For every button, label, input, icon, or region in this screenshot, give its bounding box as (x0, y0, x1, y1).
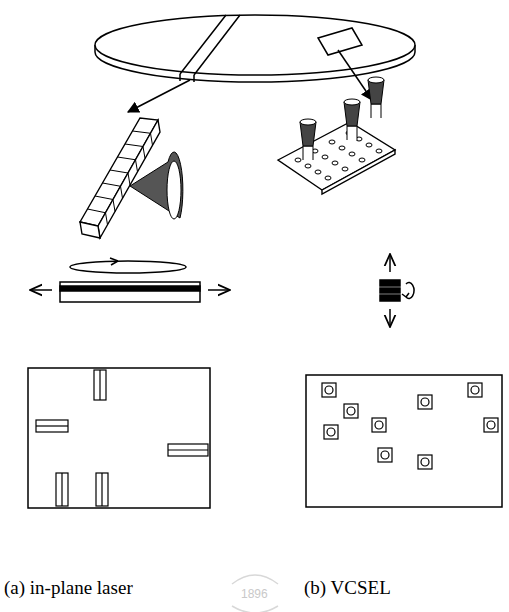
vcsel-array (278, 77, 395, 194)
caption-label: (a) in-plane laser (4, 578, 133, 599)
pointer-arrows (128, 50, 372, 112)
watermark-logo (232, 575, 278, 612)
vertical-cavity (380, 254, 414, 327)
emission-cone (130, 152, 183, 219)
wafer (95, 15, 415, 82)
watermark: 1896 (241, 588, 268, 601)
caption-label: (b) VCSEL (304, 578, 391, 599)
in-plane-cavity (30, 258, 230, 302)
in-plane-chip (28, 368, 210, 508)
vcsel-chip (306, 375, 502, 507)
